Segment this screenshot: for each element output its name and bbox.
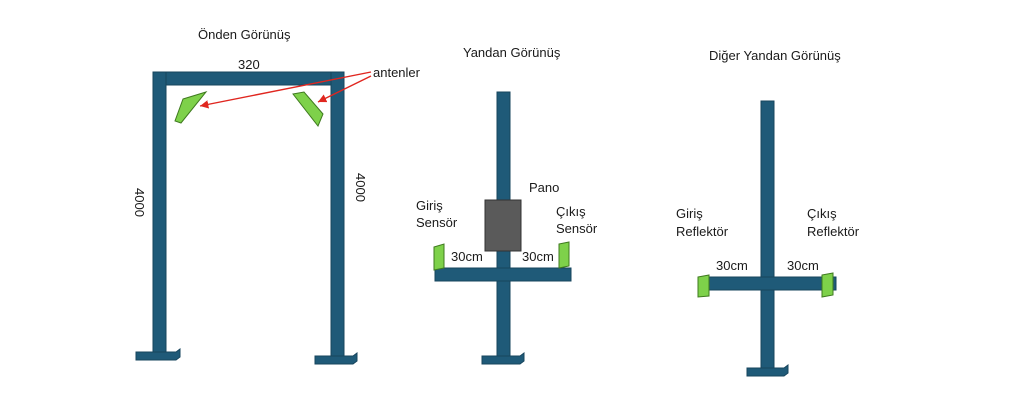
front-view: Önden Görünüş 320 antenler 4000 4000	[132, 27, 421, 365]
other-side-post	[760, 100, 775, 372]
control-panel-box	[484, 199, 522, 252]
other-side-view: Diğer Yandan Görünüş Giriş Reflektör Çık…	[676, 48, 860, 377]
exit-sensor	[558, 241, 570, 269]
side-view: Yandan Görünüş Pano Giriş Sensör Çıkış S…	[416, 45, 598, 365]
front-left-post	[152, 71, 167, 355]
entry-reflector-label-line1: Giriş	[676, 206, 703, 221]
front-width-label: 320	[238, 57, 260, 72]
panel-label: Pano	[529, 180, 559, 195]
entry-sensor	[433, 243, 445, 271]
exit-sensor-label-line1: Çıkış	[556, 204, 586, 219]
other-right-distance: 30cm	[787, 258, 819, 273]
front-right-post	[330, 71, 345, 358]
side-view-title: Yandan Görünüş	[463, 45, 561, 60]
antenna-arrow-left	[199, 71, 372, 109]
entry-sensor-label-line2: Sensör	[416, 215, 458, 230]
front-right-foot	[314, 352, 358, 365]
other-left-distance: 30cm	[716, 258, 748, 273]
exit-reflector-label-line1: Çıkış	[807, 206, 837, 221]
exit-reflector-label-line2: Reflektör	[807, 224, 860, 239]
other-side-crossbar	[699, 276, 837, 291]
front-view-title: Önden Görünüş	[198, 27, 291, 42]
front-left-foot	[135, 348, 181, 361]
entry-sensor-label-line1: Giriş	[416, 198, 443, 213]
side-foot	[481, 352, 525, 365]
other-side-foot	[746, 364, 789, 377]
antenna-arrow-right	[317, 75, 372, 103]
exit-sensor-label-line2: Sensör	[556, 221, 598, 236]
antenna-label: antenler	[373, 65, 421, 80]
side-crossbar	[434, 267, 572, 282]
other-side-view-title: Diğer Yandan Görünüş	[709, 48, 841, 63]
exit-reflector	[821, 272, 834, 298]
front-right-antenna	[292, 91, 324, 127]
front-left-antenna	[174, 91, 208, 124]
side-left-distance: 30cm	[451, 249, 483, 264]
front-left-height-label: 4000	[132, 188, 147, 217]
entry-reflector-label-line2: Reflektör	[676, 224, 729, 239]
front-right-height-label: 4000	[353, 173, 368, 202]
entry-reflector	[697, 274, 710, 298]
side-right-distance: 30cm	[522, 249, 554, 264]
